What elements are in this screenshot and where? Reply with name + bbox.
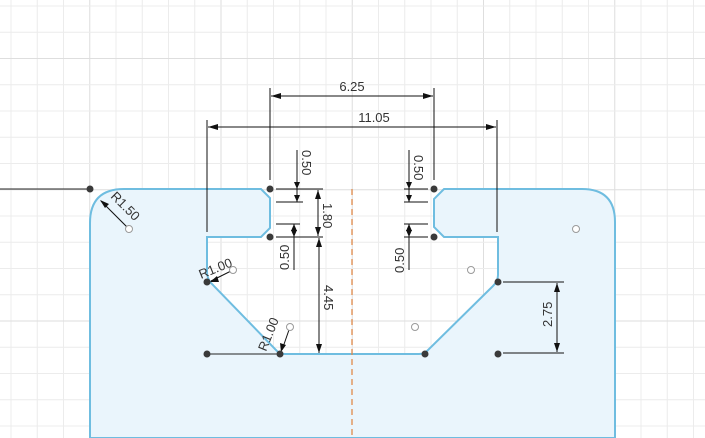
arc-center-icon (467, 266, 475, 274)
dimension-right-lower-notch[interactable]: 0.50 (392, 223, 428, 273)
dimension-right-vertical[interactable]: 2.75 (503, 281, 564, 354)
sketch-point[interactable] (494, 278, 502, 286)
dimension-label: 0.50 (411, 155, 426, 180)
dimension-label: 0.50 (277, 245, 292, 270)
dimension-label: 4.45 (321, 285, 336, 310)
arc-center-icon (229, 266, 237, 274)
dimension-right-upper-notch[interactable]: 0.50 (404, 150, 428, 203)
dimension-label: 6.25 (339, 79, 364, 94)
sketch-point[interactable] (86, 185, 94, 193)
sketch-point[interactable] (430, 185, 438, 193)
dimension-label: 2.75 (540, 302, 555, 327)
arc-center-icon (125, 225, 133, 233)
dimension-label: 0.50 (392, 248, 407, 273)
dimension-pocket-depth[interactable]: 4.45 (316, 238, 336, 353)
sketch-point[interactable] (276, 350, 284, 358)
dimension-overall-width[interactable]: 11.05 (206, 110, 498, 232)
sketch-point[interactable] (421, 350, 429, 358)
sketch-point[interactable] (203, 350, 211, 358)
sketch-point[interactable] (203, 278, 211, 286)
dimension-left-upper-notch[interactable]: 0.50 (276, 150, 323, 203)
dimension-label: 11.05 (358, 110, 390, 125)
dimension-label: 1.80 (320, 203, 335, 228)
arc-center-icon (572, 225, 580, 233)
dimension-top-width[interactable]: 6.25 (269, 79, 435, 180)
sketch-point[interactable] (494, 350, 502, 358)
arc-center-markers (125, 225, 580, 331)
sketch-points[interactable] (86, 185, 502, 358)
dimension-left-lower-notch[interactable]: 0.50 (276, 223, 323, 270)
sketch-point[interactable] (266, 185, 274, 193)
dimension-label: 0.50 (299, 150, 314, 175)
arc-center-icon (286, 323, 294, 331)
sketch-point[interactable] (430, 233, 438, 241)
arc-center-icon (411, 323, 419, 331)
sketch-point[interactable] (266, 233, 274, 241)
dimension-notch-height[interactable]: 1.80 (315, 190, 335, 236)
